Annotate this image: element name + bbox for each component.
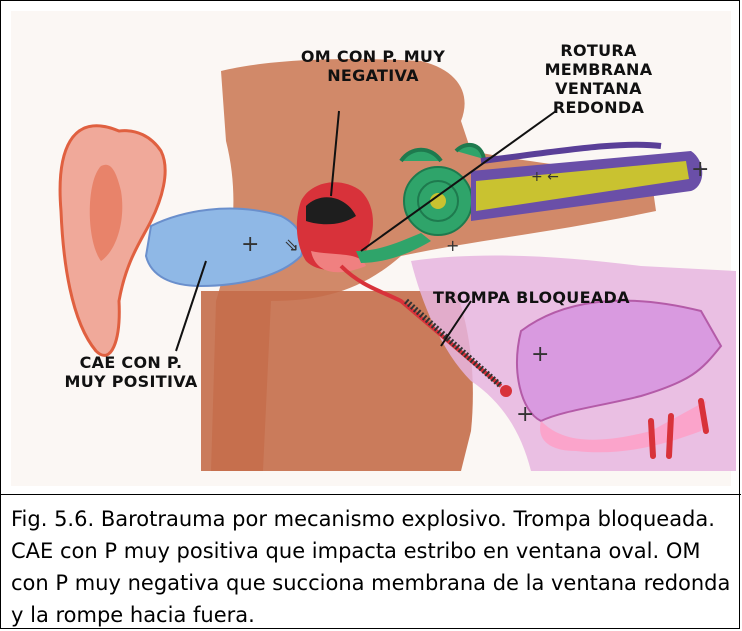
caption-divider: [1, 494, 741, 495]
svg-text:+ ←: + ←: [531, 169, 559, 185]
leader-cae: [175, 260, 207, 352]
eustachian-tube: [339, 264, 503, 388]
lower-bone: [201, 291, 473, 471]
leader-om: [330, 110, 340, 197]
ext-canal: [144, 207, 304, 288]
svg-text:⇘: ⇘: [284, 235, 299, 256]
figure-caption: Fig. 5.6. Barotrauma por mecanismo explo…: [11, 507, 731, 627]
label-trompa: TROMPA BLOQUEADA: [433, 288, 630, 307]
svg-text:+: +: [531, 342, 549, 367]
leader-trompa: [440, 300, 472, 347]
label-rotura: ROTURA MEMBRANA VENTANA REDONDA: [544, 41, 653, 117]
label-om: OM CON P. MUY NEGATIVA: [300, 47, 446, 85]
svg-text:+: +: [446, 236, 459, 255]
svg-text:+: +: [691, 157, 709, 182]
svg-text:+: +: [516, 402, 534, 427]
svg-text:+: +: [241, 232, 259, 257]
label-cae: CAE CON P. MUY POSITIVA: [64, 353, 198, 391]
nose-structure: [516, 299, 723, 423]
barotrauma-drawing: + + + ← + + ⇘ +: [11, 11, 736, 486]
temporal-bone: [211, 59, 656, 471]
leader-rotura: [360, 110, 557, 252]
